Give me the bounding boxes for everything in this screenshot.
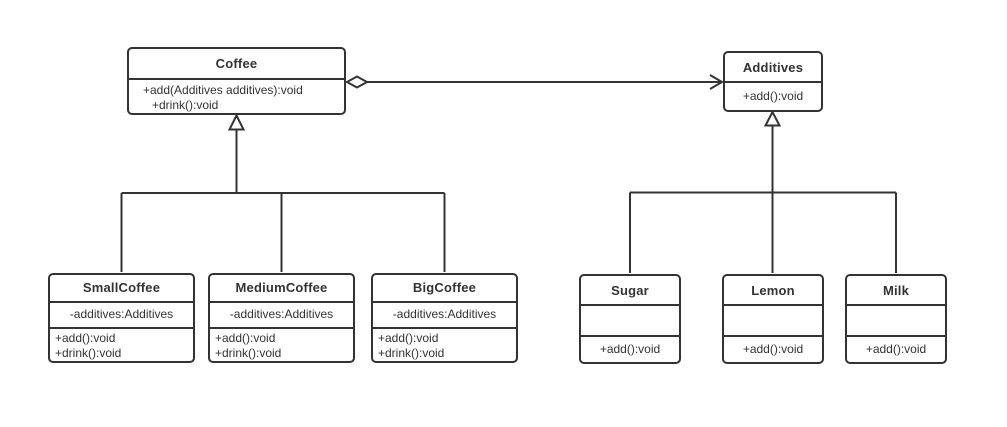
methods-compartment: +add():void +drink():void: [373, 327, 516, 361]
class-box-sugar[interactable]: Sugar +add():void: [579, 274, 681, 364]
attributes-compartment-empty: [581, 304, 679, 335]
class-name: Coffee: [215, 56, 258, 71]
class-box-milk[interactable]: Milk +add():void: [845, 274, 947, 364]
method: +drink():void: [215, 346, 282, 360]
open-arrowhead-icon: [709, 74, 724, 90]
method: +drink():void: [55, 346, 122, 360]
class-box-big-coffee[interactable]: BigCoffee -additives:Additives +add():vo…: [371, 273, 518, 363]
class-box-lemon[interactable]: Lemon +add():void: [722, 274, 824, 364]
aggregation-diamond-icon: [344, 75, 370, 89]
methods-compartment: +add():void +drink():void: [210, 327, 353, 361]
class-box-coffee[interactable]: Coffee +add(Additives additives):void +d…: [127, 47, 346, 115]
class-name: MediumCoffee: [235, 280, 328, 296]
inheritance-arrowhead-icon: [763, 109, 782, 127]
generalization-tree-additives[interactable]: [629, 109, 897, 274]
generalization-lines-additives[interactable]: [629, 125, 897, 274]
class-name: SmallCoffee: [82, 280, 161, 296]
class-name: Lemon: [751, 282, 795, 298]
attributes-compartment: -additives:Additives: [373, 300, 516, 327]
method: +add():void: [599, 342, 661, 356]
class-name: BigCoffee: [412, 280, 477, 296]
class-name: Milk: [882, 282, 910, 298]
methods-compartment: +add():void: [581, 335, 679, 362]
attribute: -additives:Additives: [392, 307, 497, 322]
method: +add():void: [742, 89, 804, 103]
method: +add(Additives additives):void: [143, 83, 303, 97]
method: +drink():void: [378, 346, 445, 360]
generalization-lines-coffee[interactable]: [120, 129, 446, 272]
attribute: -additives:Additives: [229, 307, 334, 322]
methods-compartment: +add():void +drink():void: [50, 327, 193, 361]
attributes-compartment-empty: [847, 304, 945, 335]
method: +add():void: [55, 331, 116, 345]
attribute: -additives:Additives: [69, 307, 174, 322]
aggregation-coffee-additives[interactable]: [344, 74, 724, 90]
methods-compartment: +add():void: [725, 81, 821, 110]
methods-compartment: +add(Additives additives):void +drink():…: [129, 78, 344, 113]
methods-compartment: +add():void: [724, 335, 822, 362]
inheritance-arrowhead-icon: [227, 113, 246, 131]
attributes-compartment: -additives:Additives: [210, 300, 353, 327]
method: +add():void: [742, 342, 804, 356]
methods-compartment: +add():void: [847, 335, 945, 362]
class-name: Additives: [742, 59, 804, 75]
method: +add():void: [378, 331, 439, 345]
method: +add():void: [865, 342, 927, 356]
attributes-compartment-empty: [724, 304, 822, 335]
class-box-additives[interactable]: Additives +add():void: [723, 51, 823, 112]
method: +drink():void: [152, 98, 219, 112]
class-name: Sugar: [611, 282, 649, 298]
class-box-medium-coffee[interactable]: MediumCoffee -additives:Additives +add()…: [208, 273, 355, 363]
class-box-small-coffee[interactable]: SmallCoffee -additives:Additives +add():…: [48, 273, 195, 363]
attributes-compartment: -additives:Additives: [50, 300, 193, 327]
generalization-tree-coffee[interactable]: [120, 113, 446, 273]
method: +add():void: [215, 331, 276, 345]
